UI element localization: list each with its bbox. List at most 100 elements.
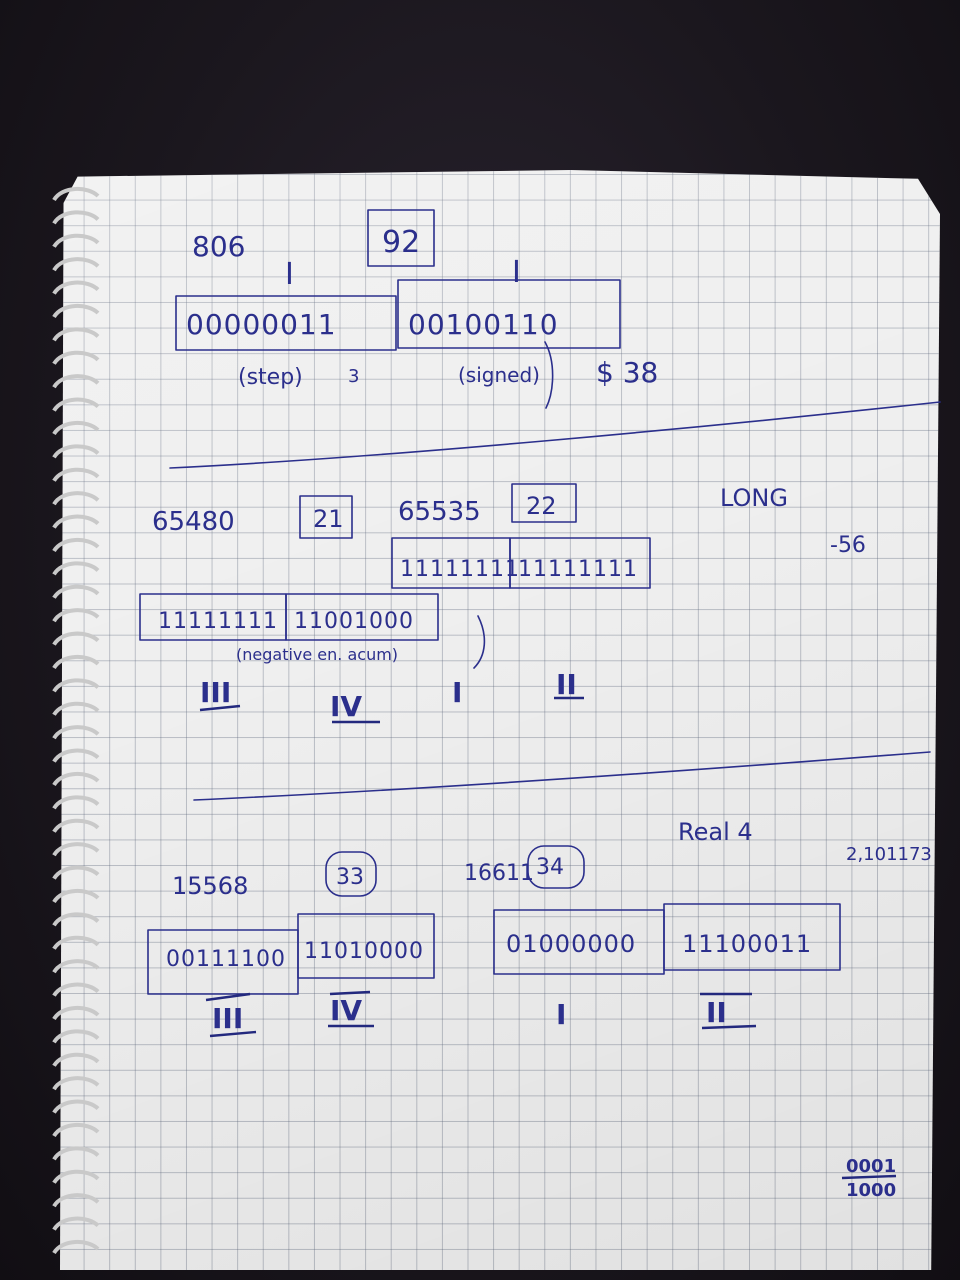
divider-line-2 xyxy=(193,751,931,801)
s3-roman-2: IV xyxy=(330,994,362,1027)
spiral-ring xyxy=(52,678,100,693)
s3-box-a-outline xyxy=(325,851,377,897)
spiral-ring xyxy=(52,912,100,927)
s3-label-real: Real 4 xyxy=(678,818,753,846)
s1-byte-box-high xyxy=(175,295,397,351)
divider-line-1 xyxy=(169,401,941,469)
s1-box-number: 92 xyxy=(382,225,420,260)
s2-roman-4: II xyxy=(556,668,577,701)
spiral-ring xyxy=(52,842,100,857)
s2-roman-1-underline xyxy=(199,704,241,712)
spiral-ring xyxy=(52,1193,100,1208)
s2-top-byte-1: 11111111 xyxy=(400,557,520,582)
spiral-ring xyxy=(52,187,100,202)
s2-roman-2: IV xyxy=(330,690,362,723)
s2-number-b: 65535 xyxy=(398,497,481,527)
spiral-ring xyxy=(52,1146,100,1161)
s3-byte-a1: 00111100 xyxy=(166,947,286,972)
spiral-ring xyxy=(52,1216,100,1231)
spiral-ring xyxy=(52,1169,100,1185)
spiral-ring xyxy=(52,233,100,249)
spiral-ring xyxy=(52,772,100,787)
s3-box-a-number: 33 xyxy=(336,865,364,890)
s3-value-real: 2,101173 xyxy=(846,844,932,865)
spiral-ring xyxy=(52,1099,100,1114)
spiral-ring xyxy=(52,514,100,529)
spiral-ring xyxy=(52,818,100,834)
s1-note-step: (step) xyxy=(238,365,303,390)
s1-note-signed: (signed) xyxy=(458,363,540,387)
spiral-ring xyxy=(52,467,100,483)
s3-roman-4-underline xyxy=(701,1024,757,1030)
s2-value-neg: -56 xyxy=(830,533,866,558)
s3-roman-2-overline xyxy=(329,990,371,996)
spiral-ring xyxy=(52,982,100,997)
spiral-ring xyxy=(52,701,100,717)
section-1: 806 92 I I 00000011 00100110 (step) 3 (s… xyxy=(175,209,658,409)
s3-box-b-outline xyxy=(527,845,585,889)
spiral-ring xyxy=(52,350,100,366)
s2-roman-1: III xyxy=(200,676,231,709)
spiral-ring xyxy=(52,397,100,412)
s3-box-b-number: 34 xyxy=(536,855,564,880)
spiral-ring xyxy=(52,257,100,272)
s2-label-long: LONG xyxy=(720,484,788,512)
spiral-ring xyxy=(52,304,100,319)
spiral-ring xyxy=(52,725,100,740)
spiral-ring xyxy=(52,1123,100,1138)
spiral-ring xyxy=(52,374,100,389)
s2-top-byte-2: 11111111 xyxy=(518,557,638,582)
s3-roman-3: I xyxy=(556,998,566,1031)
spiral-ring xyxy=(52,561,100,576)
corner-note-line-2: 1000 xyxy=(846,1180,896,1201)
spiral-ring xyxy=(52,1006,100,1021)
s3-byte-box-b2 xyxy=(663,903,841,971)
spiral-binding xyxy=(52,187,100,1255)
s2-box-a-outline xyxy=(299,495,353,539)
spiral-ring xyxy=(52,538,100,553)
s1-result: $ 38 xyxy=(596,356,658,389)
s1-bracket xyxy=(544,341,554,409)
s3-number-a: 15568 xyxy=(172,872,248,900)
s2-number-a: 65480 xyxy=(152,507,235,537)
spiral-ring xyxy=(52,491,100,506)
s1-box-outline xyxy=(367,209,435,267)
spiral-ring xyxy=(52,584,100,600)
spiral-ring xyxy=(52,1240,100,1255)
s3-byte-a2: 11010000 xyxy=(304,939,424,964)
spiral-ring xyxy=(52,1029,100,1044)
s2-low-byte-1: 11111111 xyxy=(158,609,278,634)
spiral-ring xyxy=(52,655,100,670)
spiral-ring xyxy=(52,889,100,904)
spiral-ring xyxy=(52,631,100,646)
corner-note-line-1: 0001 xyxy=(846,1156,896,1177)
s1-number: 806 xyxy=(192,230,245,263)
section-2: 65480 21 65535 22 LONG -56 11111111 1111… xyxy=(139,483,866,724)
spiral-ring xyxy=(52,421,100,436)
s2-box-b-number: 22 xyxy=(526,492,557,520)
s2-note: (negative en. acum) xyxy=(236,645,398,664)
section-3: Real 4 2,101173 15568 33 16611 34 001111… xyxy=(147,818,932,1038)
s3-byte-b1: 01000000 xyxy=(506,930,636,958)
corner-note: 0001 1000 xyxy=(841,1156,897,1201)
spiral-ring xyxy=(52,444,100,459)
s1-byte-low: 00100110 xyxy=(408,308,559,341)
spiral-ring xyxy=(52,210,100,225)
corner-note-underline xyxy=(841,1174,897,1180)
s1-roman-right: I xyxy=(512,255,521,290)
s3-roman-1-overline xyxy=(205,992,251,1002)
spiral-ring xyxy=(52,1052,100,1068)
s1-byte-high: 00000011 xyxy=(186,308,337,341)
s3-byte-b2: 11100011 xyxy=(682,930,812,958)
s3-byte-box-a2 xyxy=(297,913,435,979)
spiral-ring xyxy=(52,280,100,295)
s1-byte-box-low xyxy=(397,279,621,349)
s3-roman-1-underline xyxy=(209,1030,257,1038)
s2-top-byte-box-2 xyxy=(509,537,651,589)
s2-low-byte-2: 11001000 xyxy=(294,609,414,634)
s3-number-b: 16611 xyxy=(464,861,534,886)
s2-box-b-outline xyxy=(511,483,577,523)
s1-note-step-value: 3 xyxy=(348,366,359,387)
